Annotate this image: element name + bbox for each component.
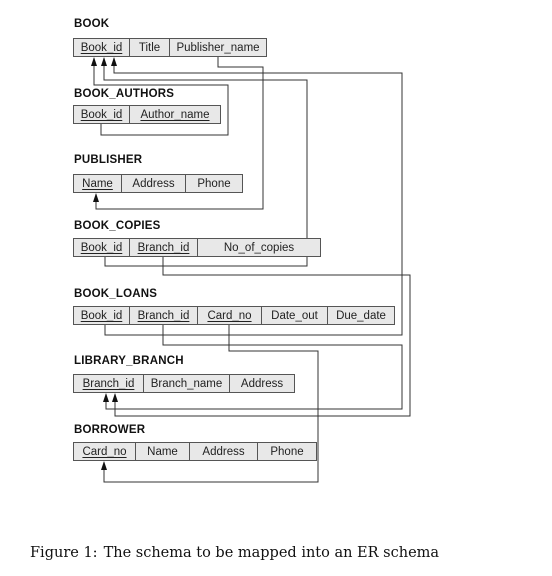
table-library-branch: Branch_id Branch_name Address — [73, 374, 295, 393]
table-name-book-loans: BOOK_LOANS — [74, 288, 158, 300]
attribute-label: Branch_name — [150, 377, 223, 390]
attribute-book-loans-branch-id: Branch_id — [130, 307, 198, 324]
attribute-book-loans-book-id: Book_id — [74, 307, 130, 324]
attribute-publisher-name: Name — [74, 175, 122, 192]
attribute-book-loans-due-date: Due_date — [328, 307, 394, 324]
attribute-label: Due_date — [336, 309, 386, 322]
attribute-label: Address — [240, 377, 284, 390]
attribute-label: Card_no — [207, 309, 252, 322]
table-book: Book_id Title Publisher_name — [73, 38, 267, 57]
attribute-library-branch-address: Address — [230, 375, 294, 392]
attribute-label: Name — [82, 177, 113, 190]
figure-caption: Figure 1: The schema to be mapped into an… — [30, 545, 439, 561]
attribute-book-title: Title — [130, 39, 170, 56]
table-name-publisher: PUBLISHER — [74, 154, 143, 166]
fk-line-book-loans-to-book — [104, 58, 403, 336]
fk-arrow-book-copies — [101, 57, 107, 66]
attribute-book-publisher-name: Publisher_name — [170, 39, 266, 56]
fk-line-book-copies-to-book — [103, 58, 308, 267]
attribute-label: Branch_id — [82, 377, 135, 390]
fk-line-book-copies-to-branch — [114, 257, 411, 417]
attribute-label: Address — [132, 177, 175, 190]
fk-arrow-book-loans — [111, 57, 117, 66]
attribute-label: Phone — [270, 445, 304, 458]
attribute-label: Phone — [197, 177, 231, 190]
caption-label: Figure 1: — [30, 545, 98, 561]
attribute-borrower-address: Address — [190, 443, 258, 460]
table-book-copies: Book_id Branch_id No_of_copies — [73, 238, 321, 257]
attribute-label: Branch_id — [137, 309, 190, 322]
attribute-label: Card_no — [82, 445, 127, 458]
attribute-label: Address — [202, 445, 245, 458]
attribute-label: Book_id — [80, 241, 123, 254]
fk-arrow-borrower — [101, 461, 107, 470]
attribute-label: Date_out — [271, 309, 318, 322]
attribute-book-copies-no-of-copies: No_of_copies — [198, 239, 320, 256]
attribute-label: Book_id — [80, 108, 123, 121]
attribute-publisher-phone: Phone — [186, 175, 242, 192]
fk-arrow-book-authors — [91, 57, 97, 66]
attribute-label: No_of_copies — [223, 241, 295, 254]
attribute-borrower-name: Name — [136, 443, 190, 460]
fk-arrow-branch-copies — [112, 393, 118, 402]
attribute-label: Publisher_name — [176, 41, 260, 54]
attribute-publisher-address: Address — [122, 175, 186, 192]
table-name-book: BOOK — [74, 18, 110, 30]
attribute-book-book-id: Book_id — [74, 39, 130, 56]
fk-line-book-loans-to-branch — [105, 325, 403, 410]
table-name-book-copies: BOOK_COPIES — [74, 220, 161, 232]
attribute-book-loans-card-no: Card_no — [198, 307, 262, 324]
fk-arrow-publisher — [93, 193, 99, 202]
attribute-borrower-phone: Phone — [258, 443, 316, 460]
attribute-book-copies-branch-id: Branch_id — [130, 239, 198, 256]
table-name-borrower: BORROWER — [74, 424, 146, 436]
attribute-library-branch-branch-id: Branch_id — [74, 375, 144, 392]
fk-line-book-authors-to-book — [93, 58, 229, 136]
attribute-book-loans-date-out: Date_out — [262, 307, 328, 324]
attribute-label: Branch_id — [137, 241, 190, 254]
caption-text: The schema to be mapped into an ER schem… — [103, 545, 440, 561]
attribute-book-authors-author-name: Author_name — [130, 106, 220, 123]
attribute-label: Title — [138, 41, 161, 54]
attribute-label: Author_name — [140, 108, 210, 121]
attribute-borrower-card-no: Card_no — [74, 443, 136, 460]
fk-line-book-loans-to-borrower — [103, 325, 319, 483]
attribute-book-authors-book-id: Book_id — [74, 106, 130, 123]
table-book-loans: Book_id Branch_id Card_no Date_out Due_date — [73, 306, 395, 325]
attribute-label: Book_id — [80, 41, 123, 54]
table-name-book-authors: BOOK_AUTHORS — [74, 88, 175, 100]
attribute-book-copies-book-id: Book_id — [74, 239, 130, 256]
table-borrower: Card_no Name Address Phone — [73, 442, 317, 461]
table-book-authors: Book_id Author_name — [73, 105, 221, 124]
table-publisher: Name Address Phone — [73, 174, 243, 193]
table-name-library-branch: LIBRARY_BRANCH — [74, 355, 184, 367]
attribute-label: Name — [147, 445, 178, 458]
fk-line-book-to-publisher — [95, 57, 264, 210]
attribute-label: Book_id — [80, 309, 123, 322]
attribute-library-branch-branch-name: Branch_name — [144, 375, 230, 392]
fk-arrow-branch-loans — [103, 393, 109, 402]
